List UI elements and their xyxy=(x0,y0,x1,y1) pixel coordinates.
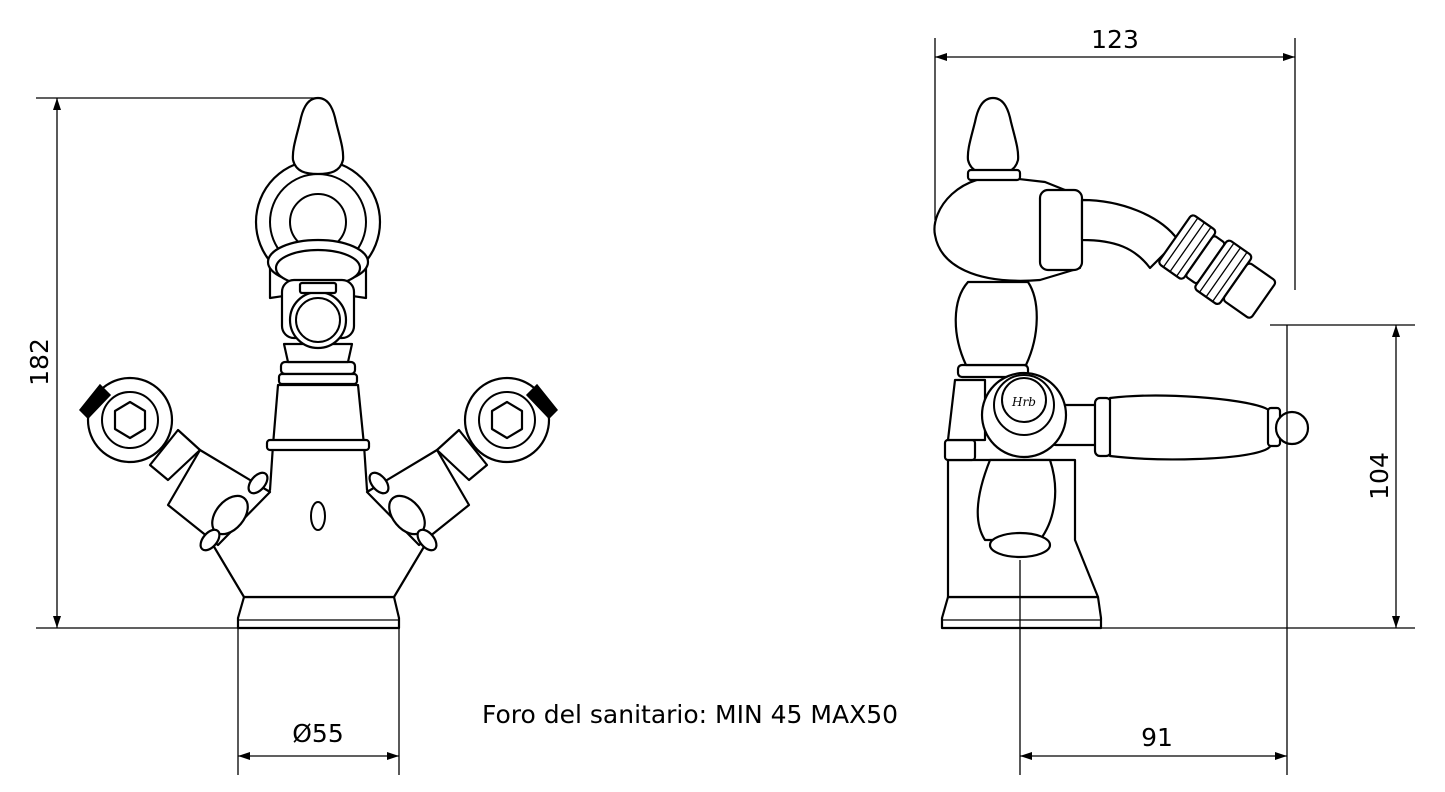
side-finial xyxy=(966,96,1020,176)
side-column xyxy=(954,280,1038,367)
side-base xyxy=(940,595,1103,630)
dim-123-label: 123 xyxy=(1091,25,1139,54)
dim-104-label: 104 xyxy=(1365,452,1394,500)
svg-text:Hrb: Hrb xyxy=(1011,395,1036,409)
side-view: Hrb xyxy=(933,96,1310,630)
front-finial xyxy=(291,96,345,176)
dim-182-label: 182 xyxy=(25,338,54,386)
sanitary-hole-note: Foro del sanitario: MIN 45 MAX50 xyxy=(482,700,898,729)
dim-55-label: Ø55 xyxy=(292,719,344,748)
dim-91-label: 91 xyxy=(1141,723,1173,752)
front-right-handle xyxy=(365,376,559,552)
side-lever-handle: Hrb xyxy=(976,371,1310,559)
extension-lines xyxy=(36,38,1415,775)
front-left-handle xyxy=(78,376,272,552)
front-view xyxy=(78,96,559,630)
dimension-lines xyxy=(53,53,1400,760)
front-base xyxy=(236,595,401,630)
front-column xyxy=(271,383,366,446)
